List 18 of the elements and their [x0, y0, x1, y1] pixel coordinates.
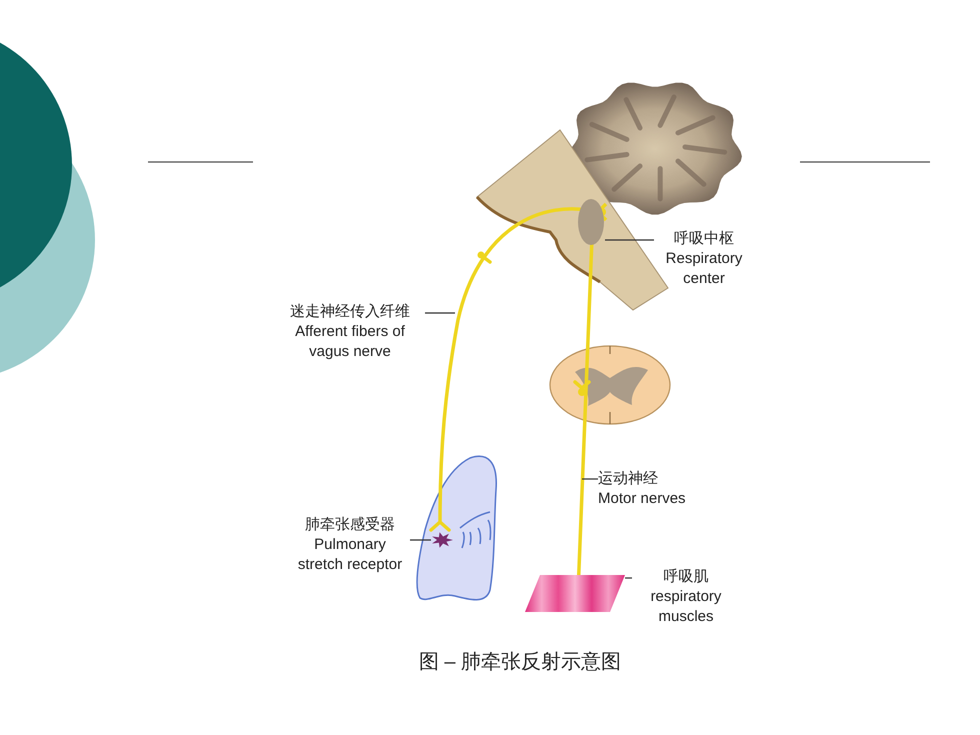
part-label: 呼吸中枢: [673, 229, 735, 249]
part-label: Motor nerves: [598, 489, 687, 509]
receptor-icon: [431, 532, 453, 548]
part-label: 迷走神经传入纤维: [289, 302, 411, 322]
part-label: 运动神经: [598, 469, 659, 489]
muscle-band: [525, 575, 625, 612]
leader-line: [582, 478, 598, 480]
part-label: Pulmonary stretch receptor: [296, 535, 404, 575]
part-label: respiratory muscles: [650, 587, 722, 627]
part-label: 呼吸肌: [662, 567, 710, 587]
part-label: Respiratory center: [664, 249, 744, 289]
leader-line: [410, 539, 431, 541]
figure-caption: 图 – 肺牵张反射示意图: [418, 651, 622, 673]
part-label: Afferent fibers of vagus nerve: [294, 322, 406, 362]
leader-line: [425, 312, 455, 314]
part-label: 肺牵张感受器: [304, 515, 396, 535]
respiratory-center-area: [577, 198, 605, 246]
leader-line: [605, 239, 654, 241]
